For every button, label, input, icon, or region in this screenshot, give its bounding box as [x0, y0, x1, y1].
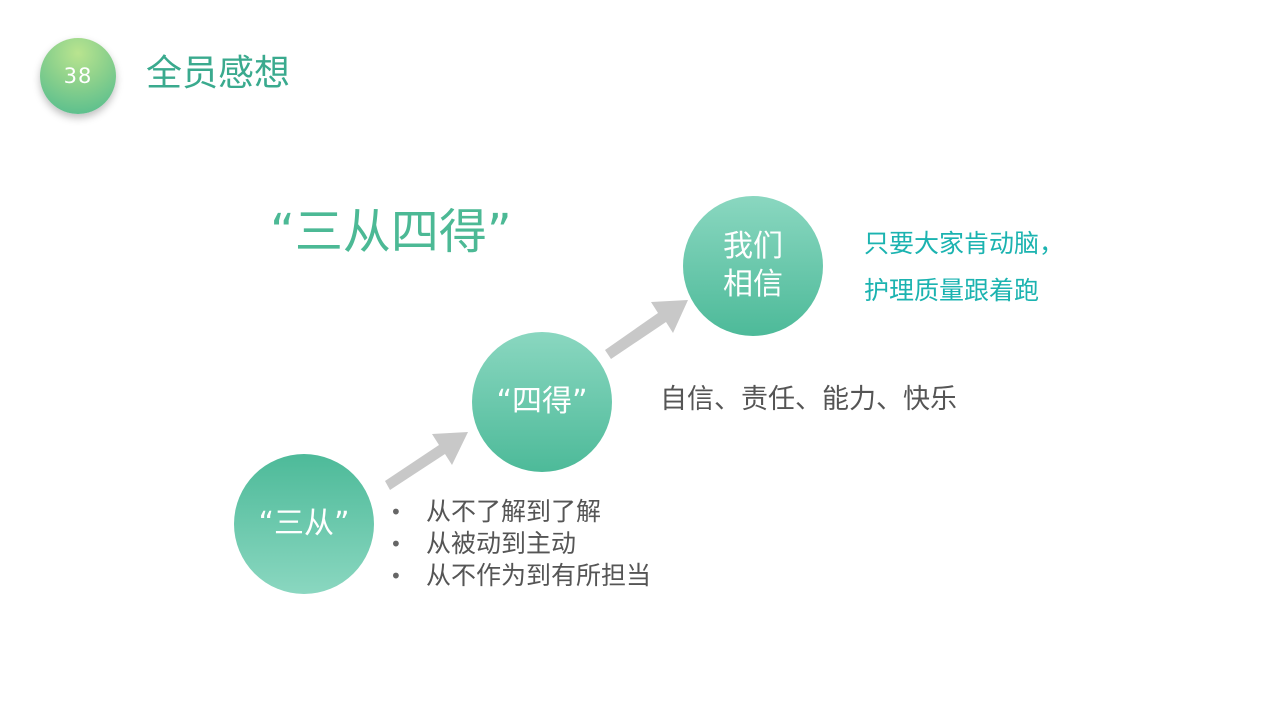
- step-label-sancong: “三从”: [258, 506, 350, 541]
- step-circle-side: “四得”: [472, 332, 612, 472]
- list-item: • 从不了解到了解: [390, 496, 651, 528]
- bullet-dot-icon: •: [390, 532, 402, 556]
- slide-title: 全员感想: [146, 53, 291, 94]
- sancong-points-list: • 从不了解到了解 • 从被动到主动 • 从不作为到有所担当: [390, 496, 651, 592]
- diagram-heading: “三从四得”: [270, 204, 512, 260]
- side-text: 自信、责任、能力、快乐: [660, 384, 957, 415]
- page-number: 38: [63, 64, 93, 88]
- believe-text-line-2: 护理质量跟着跑: [864, 276, 1040, 305]
- step-label-believe-line-1: 我们: [723, 229, 783, 264]
- list-item-text: 从不了解到了解: [426, 497, 602, 526]
- list-item: • 从被动到主动: [390, 528, 651, 560]
- list-item-text: 从被动到主动: [426, 529, 577, 558]
- step-circle-believe: 我们 相信: [683, 196, 823, 336]
- list-item-text: 从不作为到有所担当: [426, 561, 652, 590]
- step-label-side: “四得”: [496, 384, 588, 419]
- step-label-believe-line-2: 相信: [723, 267, 783, 302]
- arrow-step-2-to-3: [605, 300, 688, 359]
- believe-text-line-1: 只要大家肯动脑，: [864, 229, 1065, 258]
- step-circle-sancong: “三从”: [234, 454, 374, 594]
- bullet-dot-icon: •: [390, 564, 402, 588]
- believe-text: 只要大家肯动脑， 护理质量跟着跑: [864, 220, 1064, 314]
- arrow-step-1-to-2: [385, 432, 468, 490]
- page-number-badge: 38: [40, 38, 116, 114]
- bullet-dot-icon: •: [390, 500, 402, 524]
- list-item: • 从不作为到有所担当: [390, 560, 651, 592]
